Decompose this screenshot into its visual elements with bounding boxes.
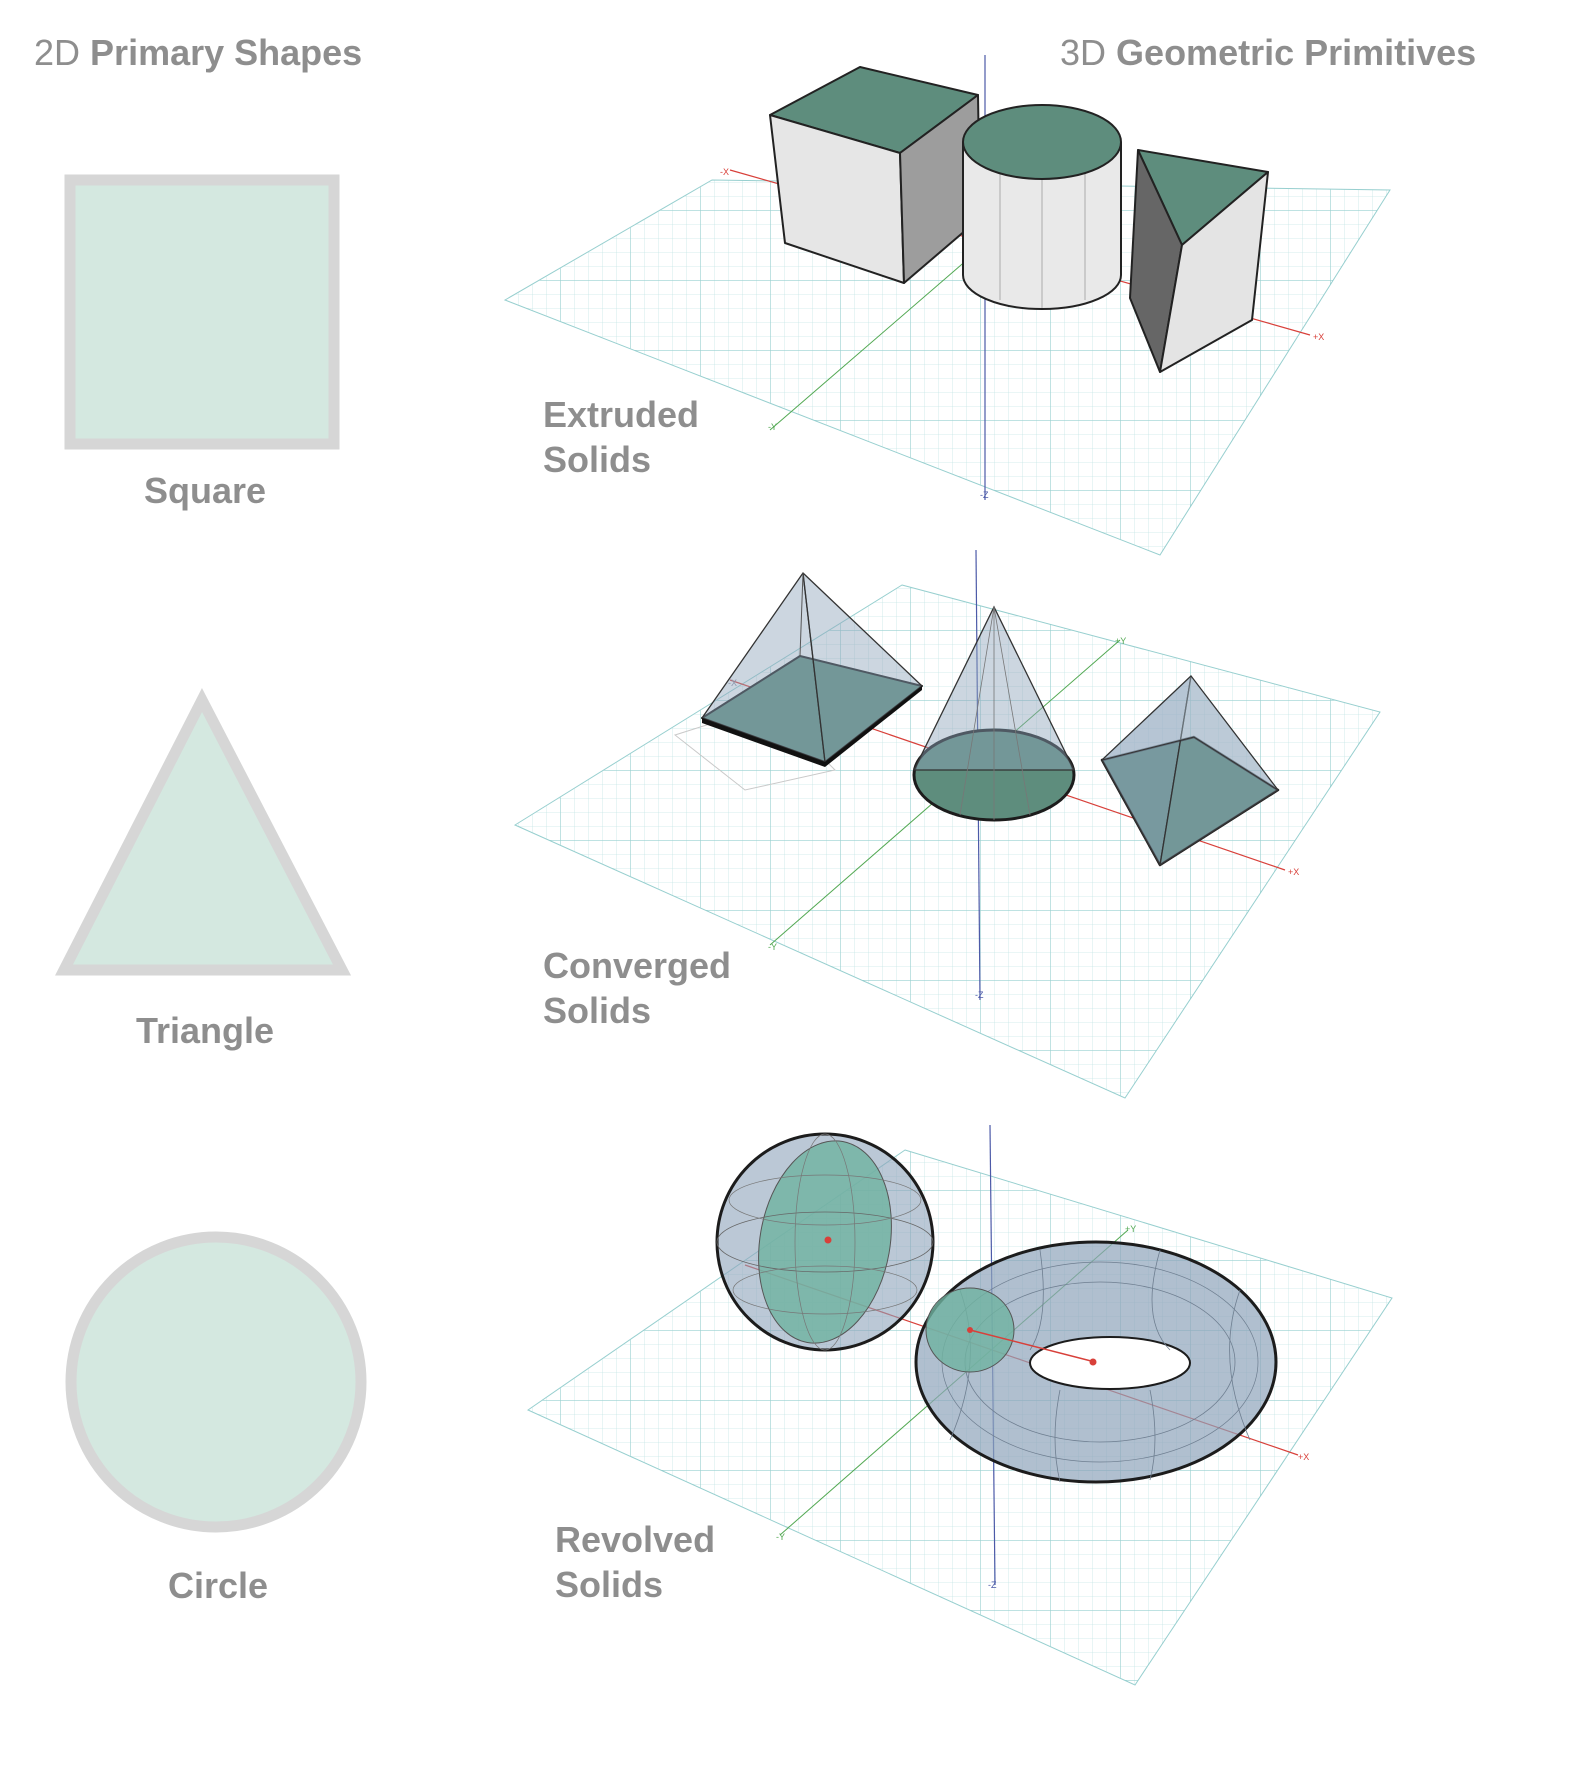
heading-3d-title: Geometric Primitives [1116,32,1477,73]
triangular-prism-solid [1129,149,1269,373]
converged-neg-y-label: -Y [768,942,777,952]
revolved-neg-y-label: -Y [776,1532,785,1542]
converged-solids-panel: +X +Y -X -Y -Z [513,549,1381,1099]
converged-label-line2: Solids [543,990,652,1031]
cube-solid [769,66,981,284]
cone-solid [912,605,1076,822]
revolved-z-label: -Z [988,1580,997,1590]
extruded-solids-panel: +X -X -Y -Z [503,55,1391,556]
converged-x-label: +X [1288,867,1299,877]
cylinder-solid [962,104,1122,310]
converged-neg-x-label: -X [728,678,737,688]
heading-2d-title: Primary Shapes [90,32,363,73]
revolved-label-line1: Revolved [555,1519,716,1560]
heading-2d-prefix: 2D [34,32,81,73]
heading-2d-primary-shapes: 2D Primary Shapes [34,32,362,74]
square-shape [64,174,340,450]
extruded-neg-y-label: -Y [768,422,777,432]
heading-3d-prefix: 3D [1060,32,1107,73]
converged-y-label: +Y [1115,636,1126,646]
octahedron-solid [1100,675,1280,867]
extruded-label-line1: Extruded [543,394,700,435]
revolved-x-label: +X [1298,1452,1309,1462]
pyramid-solid [701,572,923,767]
triangle-label: Triangle [135,1010,275,1051]
heading-3d-geometric-primitives: 3D Geometric Primitives [1060,32,1476,74]
circle-shape [65,1231,367,1533]
revolved-y-label: +Y [1125,1224,1136,1234]
extruded-z-label: -Z [980,490,989,500]
converged-solids-label: Converged Solids [543,943,731,1033]
extruded-label-line2: Solids [543,439,652,480]
square-label: Square [143,470,267,511]
extruded-neg-x-label: -X [720,167,729,177]
circle-label: Circle [167,1565,269,1606]
triangle-shape [55,687,352,976]
extruded-x-label: +X [1313,332,1324,342]
revolved-label-line2: Solids [555,1564,664,1605]
revolved-solids-panel: +X +Y -Y -Z [526,1124,1393,1686]
sphere-solid [715,1132,935,1352]
extruded-y-axis [769,239,991,431]
converged-z-label: -Z [975,990,984,1000]
extruded-solids-label: Extruded Solids [543,392,699,482]
revolved-solids-label: Revolved Solids [555,1517,715,1607]
torus-solid [914,1240,1278,1484]
converged-label-line1: Converged [543,945,732,986]
